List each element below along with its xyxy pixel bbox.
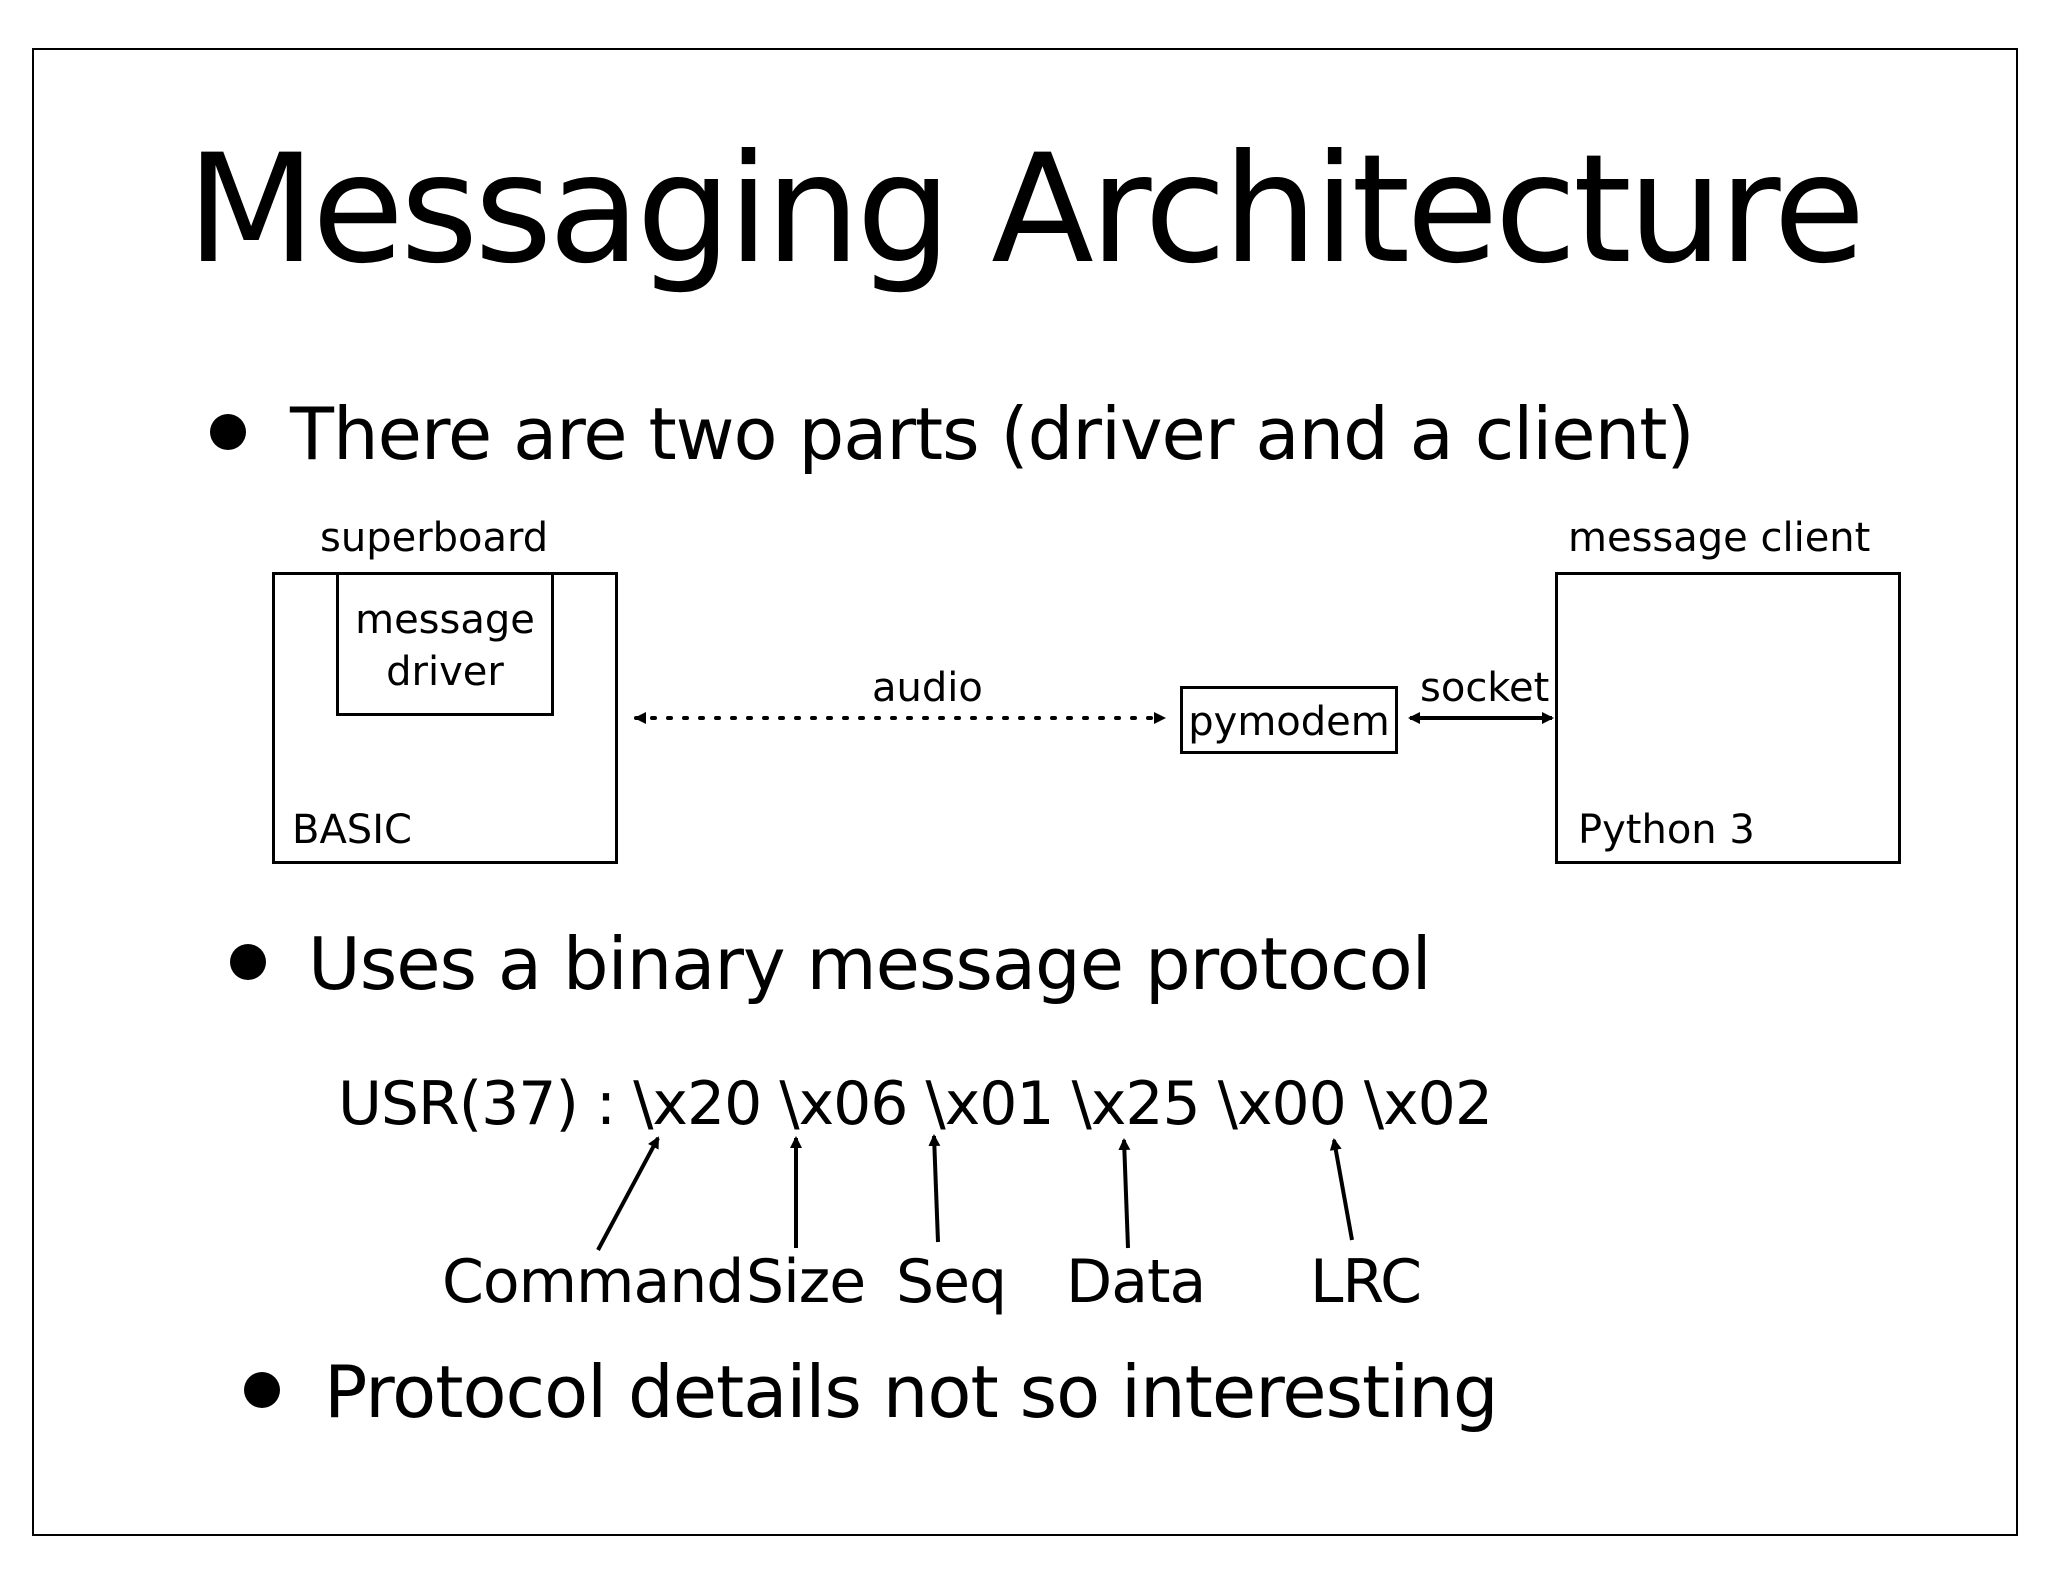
pymodem-box <box>1180 686 1398 754</box>
field-label-lrc: LRC <box>1310 1247 1422 1317</box>
field-label-data: Data <box>1066 1247 1206 1317</box>
message-client-box <box>1555 572 1901 864</box>
slide-frame <box>32 48 2018 1536</box>
driver-label-line1: message <box>355 597 535 643</box>
audio-label: audio <box>872 665 983 711</box>
basic-label: BASIC <box>292 807 412 853</box>
message-driver-box <box>336 572 554 716</box>
client-label: message client <box>1568 515 1871 561</box>
lrc-arrow <box>1329 1138 1354 1241</box>
superboard-label: superboard <box>320 515 549 561</box>
socket-label: socket <box>1420 665 1550 711</box>
data-arrow <box>1118 1138 1131 1249</box>
bullet-dot-3 <box>244 1372 280 1408</box>
command-arrow <box>596 1136 660 1251</box>
field-label-seq: Seq <box>896 1247 1007 1317</box>
slide-title: Messaging Architecture <box>186 123 1865 297</box>
driver-label-line2: driver <box>386 649 504 695</box>
bullet-text-1: There are two parts (driver and a client… <box>290 392 1695 476</box>
bullet-text-3: Protocol details not so interesting <box>324 1350 1499 1434</box>
python-label: Python 3 <box>1578 807 1755 853</box>
bullet-dot-1 <box>210 414 246 450</box>
seq-arrow <box>928 1134 941 1243</box>
pymodem-label: pymodem <box>1188 699 1390 745</box>
protocol-message: USR(37) : \x20 \x06 \x01 \x25 \x00 \x02 <box>338 1069 1493 1139</box>
bullet-dot-2 <box>230 944 266 980</box>
field-label-command: Command <box>442 1247 744 1317</box>
bullet-text-2: Uses a binary message protocol <box>308 922 1432 1006</box>
field-label-size: Size <box>746 1247 866 1317</box>
